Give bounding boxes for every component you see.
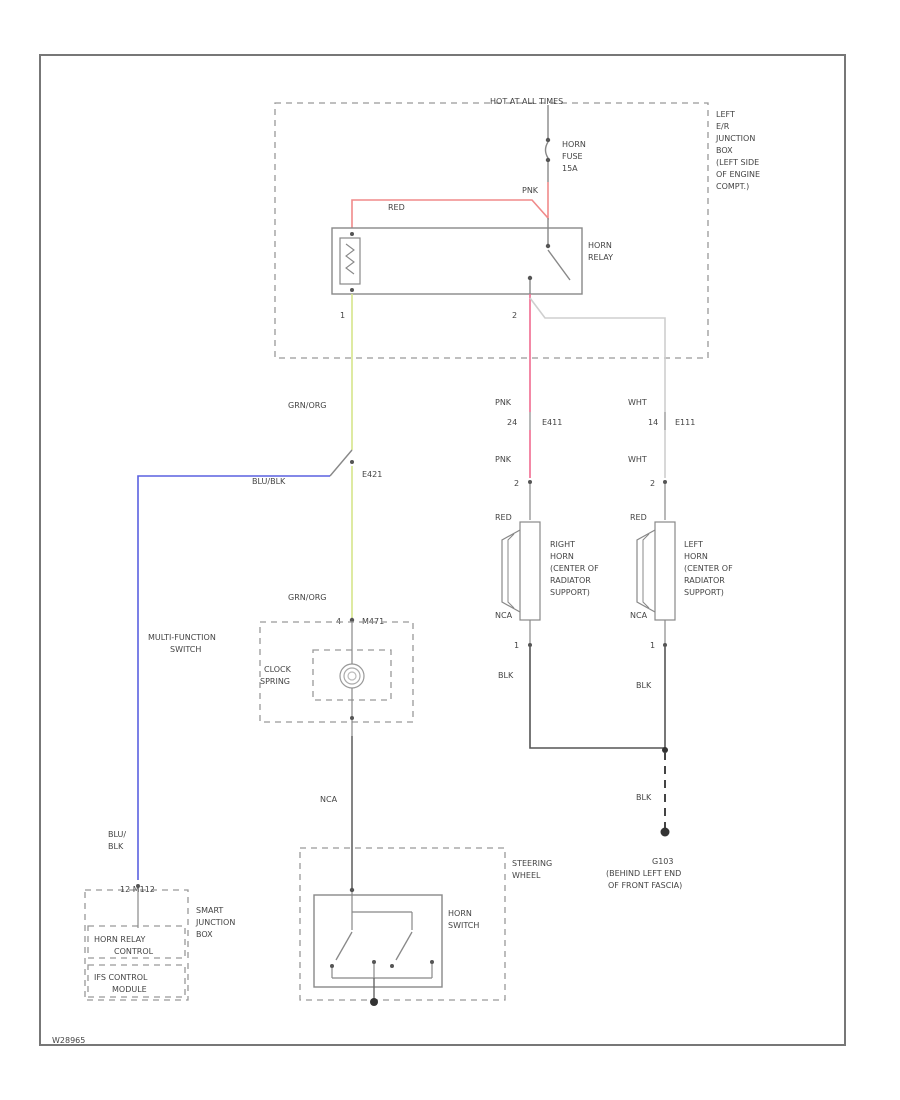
left-horn-label-3: (CENTER OF bbox=[684, 564, 733, 573]
steering-wheel-label-1: STEERING bbox=[512, 859, 552, 868]
horn-relay bbox=[331, 227, 583, 295]
e411-label: E411 bbox=[542, 418, 562, 427]
e111-label: E111 bbox=[675, 418, 695, 427]
wire-blk-rh-label: BLK bbox=[498, 671, 514, 680]
wire-blk-ground-label: BLK bbox=[636, 793, 652, 802]
relay-switch bbox=[527, 218, 571, 294]
left-horn bbox=[636, 521, 676, 621]
horn-relay-label-1: HORN bbox=[588, 241, 612, 250]
relay-pin-1: 1 bbox=[340, 311, 345, 320]
right-horn bbox=[501, 521, 541, 621]
horn-switch-contacts bbox=[330, 887, 434, 1006]
svg-text:FUSE: FUSE bbox=[562, 152, 583, 161]
horn-switch-label-2: SWITCH bbox=[448, 921, 479, 930]
wire-nca-mid-label: NCA bbox=[320, 795, 338, 804]
wire-pnk-top-label: PNK bbox=[522, 186, 539, 195]
left-er-junction-box bbox=[274, 102, 709, 359]
steering-wheel bbox=[299, 847, 506, 1001]
svg-text:OF ENGINE: OF ENGINE bbox=[716, 170, 760, 179]
m471-pin bbox=[349, 617, 355, 623]
wire-red-lh-label: RED bbox=[630, 513, 647, 522]
right-horn-label-5: SUPPORT) bbox=[550, 588, 590, 597]
wire-grn-org-1-label: GRN/ORG bbox=[288, 401, 327, 410]
right-horn-label-1: RIGHT bbox=[550, 540, 575, 549]
svg-text:(LEFT SIDE: (LEFT SIDE bbox=[716, 158, 759, 167]
wire-red-label: RED bbox=[388, 203, 405, 212]
right-horn-label-3: (CENTER OF bbox=[550, 564, 599, 573]
blu-blk-wire bbox=[137, 475, 330, 880]
lh-horn-pin2-label: 1 bbox=[650, 641, 655, 650]
hot-at-all-times-label: HOT AT ALL TIMES bbox=[490, 97, 563, 106]
ground-label-1: G103 bbox=[652, 857, 673, 866]
relay-coil bbox=[339, 232, 361, 292]
smart-jb-label-2: JUNCTION bbox=[195, 918, 235, 927]
clock-spring-icon bbox=[339, 663, 365, 689]
svg-text:15A: 15A bbox=[562, 164, 578, 173]
horn-relay-control-label-1: HORN RELAY bbox=[94, 935, 146, 944]
right-horn-label-2: HORN bbox=[550, 552, 574, 561]
horn-switch-label-1: HORN bbox=[448, 909, 472, 918]
wire-blu-blk-2-label-2: BLK bbox=[108, 842, 124, 851]
clockspring-label-2: SPRING bbox=[260, 677, 290, 686]
wire-nca-lh-label: NCA bbox=[630, 611, 648, 620]
wire-wht-1-label: WHT bbox=[628, 398, 647, 407]
ground-label-2: (BEHIND LEFT END bbox=[606, 869, 681, 878]
svg-text:BOX: BOX bbox=[716, 146, 733, 155]
relay-pin-2: 2 bbox=[512, 311, 517, 320]
rh-horn-pin1-label: 2 bbox=[514, 479, 519, 488]
smart-jb-label-1: SMART bbox=[196, 906, 223, 915]
blk-wire-rh bbox=[529, 647, 665, 749]
wire-nca-rh-label: NCA bbox=[495, 611, 513, 620]
ifs-control-label-2: MODULE bbox=[112, 985, 147, 994]
lh-horn-pin1-label: 2 bbox=[650, 479, 655, 488]
wire-grn-org-2-label: GRN/ORG bbox=[288, 593, 327, 602]
connector-e421 bbox=[329, 449, 354, 477]
steering-wheel-label-2: WHEEL bbox=[512, 871, 541, 880]
junction-box-name: LEFT E/R JUNCTION BOX (LEFT SIDE OF ENGI… bbox=[715, 110, 760, 191]
e411-pin-label: 24 bbox=[507, 418, 517, 427]
svg-text:E/R: E/R bbox=[716, 122, 730, 131]
left-horn-label-5: SUPPORT) bbox=[684, 588, 724, 597]
horn-relay-control-box bbox=[87, 925, 186, 959]
right-horn-label-4: RADIATOR bbox=[550, 576, 591, 585]
horn-switch bbox=[313, 894, 443, 988]
wire-pnk-2-label: PNK bbox=[495, 455, 512, 464]
svg-text:LEFT: LEFT bbox=[716, 110, 735, 119]
e421-label: E421 bbox=[362, 470, 382, 479]
wire-pnk-1-label: PNK bbox=[495, 398, 512, 407]
wire-wht-2-label: WHT bbox=[628, 455, 647, 464]
horn-relay-control-label-2: CONTROL bbox=[114, 947, 154, 956]
multifunction-label-2: SWITCH bbox=[170, 645, 201, 654]
left-horn-label-4: RADIATOR bbox=[684, 576, 725, 585]
wire-blu-blk-2-label-1: BLU/ bbox=[108, 830, 126, 839]
svg-text:COMPT.): COMPT.) bbox=[716, 182, 749, 191]
ground-g103 bbox=[660, 827, 670, 837]
multi-function-switch bbox=[259, 621, 414, 723]
wire-blu-blk-label: BLU/BLK bbox=[252, 477, 286, 486]
clockspring-label-1: CLOCK bbox=[264, 665, 292, 674]
horn-fuse: HORN FUSE 15A bbox=[544, 105, 586, 182]
left-horn-label-2: HORN bbox=[684, 552, 708, 561]
smart-jb-label-3: BOX bbox=[196, 930, 213, 939]
left-horn-label-1: LEFT bbox=[684, 540, 703, 549]
multifunction-label-1: MULTI-FUNCTION bbox=[148, 633, 216, 642]
e111-pin-label: 14 bbox=[648, 418, 658, 427]
ifs-control-label-1: IFS CONTROL bbox=[94, 973, 148, 982]
ifs-control-module-box bbox=[87, 964, 186, 998]
splice bbox=[662, 747, 668, 753]
wire-red-rh-label: RED bbox=[495, 513, 512, 522]
rh-horn-pin2-label: 1 bbox=[514, 641, 519, 650]
smart-junction-box bbox=[84, 889, 189, 1001]
ground-label-3: OF FRONT FASCIA) bbox=[608, 881, 682, 890]
diagram-frame bbox=[39, 54, 846, 1046]
figure-id: W28965 bbox=[52, 1036, 85, 1045]
wht-wire-upper bbox=[529, 297, 666, 412]
wire-blk-lh-label: BLK bbox=[636, 681, 652, 690]
svg-text:HORN: HORN bbox=[562, 140, 586, 149]
horn-relay-label-2: RELAY bbox=[588, 253, 613, 262]
svg-text:JUNCTION: JUNCTION bbox=[715, 134, 755, 143]
red-wire bbox=[351, 182, 549, 228]
